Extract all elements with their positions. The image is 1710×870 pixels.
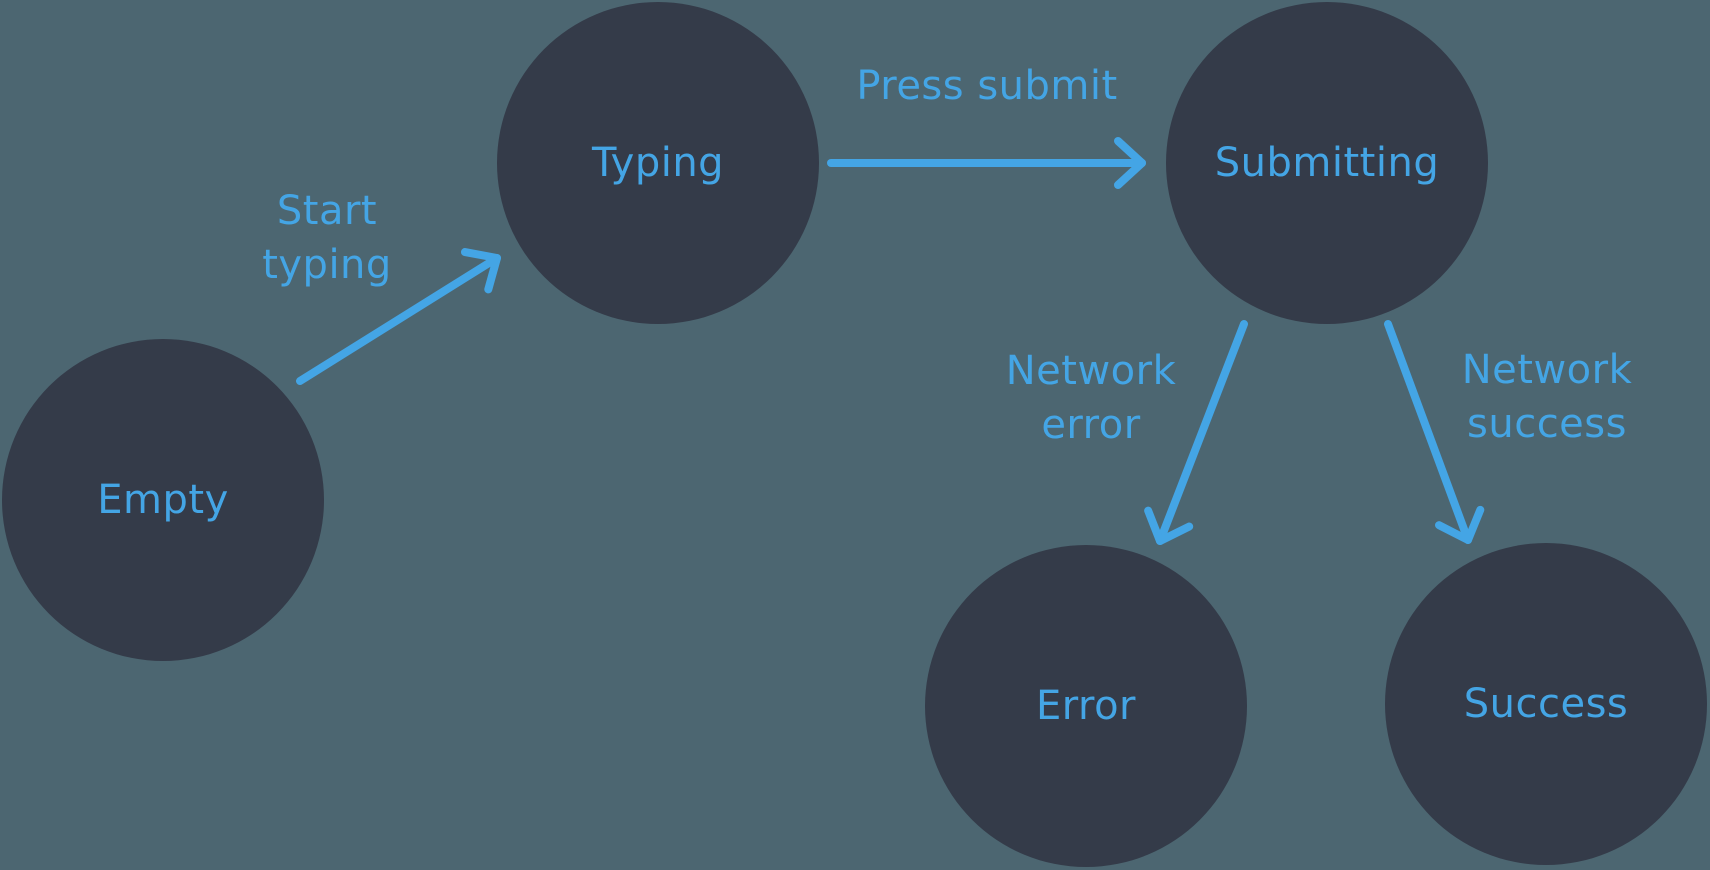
state-node-typing-label: Typing: [591, 140, 725, 186]
edge-network-success-arrow: [1384, 320, 1485, 544]
state-node-success-label: Success: [1463, 681, 1629, 727]
state-node-submitting: Submitting: [1166, 2, 1488, 324]
edge-label-start-typing: Start typing: [262, 188, 392, 288]
state-node-empty-label: Empty: [97, 477, 229, 523]
edge-label-network-success: Network success: [1461, 347, 1633, 447]
state-node-submitting-label: Submitting: [1214, 140, 1440, 186]
state-node-empty: Empty: [2, 339, 324, 661]
edge-label-press-submit: Press submit: [856, 63, 1118, 109]
state-node-typing: Typing: [497, 2, 819, 324]
state-node-success: Success: [1385, 543, 1707, 865]
edge-label-network-error: Network error: [1005, 348, 1177, 448]
state-node-error: Error: [925, 545, 1247, 867]
state-node-error-label: Error: [1036, 683, 1136, 729]
